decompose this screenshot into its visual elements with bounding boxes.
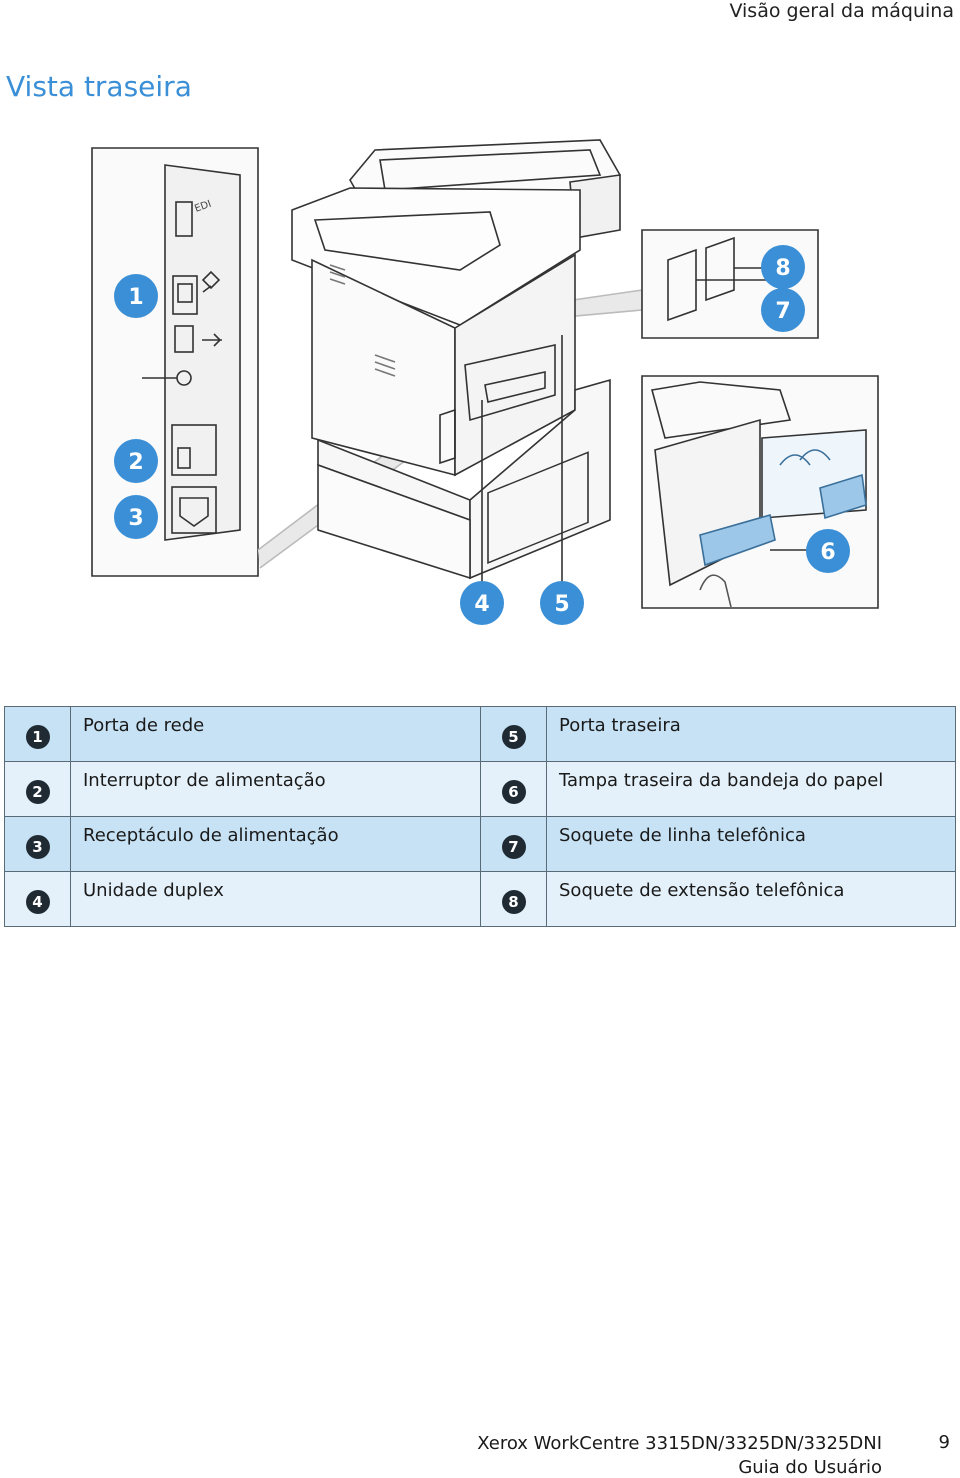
svg-text:6: 6 — [820, 540, 835, 565]
legend-text: Receptáculo de alimentação — [70, 816, 481, 872]
rear-tray-cover — [699, 513, 776, 567]
legend-text: Soquete de linha telefônica — [546, 816, 956, 872]
phone-line-socket — [667, 248, 697, 322]
legend-row: 4 Unidade duplex 8 Soquete de extensão t… — [4, 871, 956, 927]
power-switch-icon — [171, 424, 217, 476]
power-receptacle-icon — [171, 486, 217, 534]
edi-port-icon — [175, 201, 193, 237]
figure-svg: EDI — [91, 139, 879, 625]
legend-badge: 2 — [25, 780, 50, 804]
legend-text: Porta de rede — [70, 706, 481, 762]
legend-badge: 8 — [501, 890, 526, 914]
legend-row: 3 Receptáculo de alimentação 7 Soquete d… — [4, 816, 956, 872]
usb-port-icon — [174, 325, 194, 353]
edi-label: EDI — [193, 199, 213, 215]
legend-text: Tampa traseira da bandeja do papel — [546, 761, 956, 817]
section-title: Vista traseira — [6, 70, 192, 103]
footer-guide: Guia do Usuário — [738, 1457, 882, 1478]
page-number: 9 — [938, 1432, 950, 1453]
phone-extension-socket — [705, 236, 735, 302]
svg-text:3: 3 — [128, 506, 143, 531]
network-port-icon — [172, 275, 198, 315]
legend-badge: 5 — [501, 725, 526, 749]
legend-badge: 3 — [25, 835, 50, 859]
svg-text:2: 2 — [128, 450, 143, 475]
legend-row: 1 Porta de rede 5 Porta traseira — [4, 706, 956, 762]
legend-table: 1 Porta de rede 5 Porta traseira 2 Inter… — [4, 706, 956, 927]
legend-text: Porta traseira — [546, 706, 956, 762]
svg-text:1: 1 — [128, 285, 143, 310]
svg-text:7: 7 — [775, 299, 790, 324]
callout-5: 5 — [540, 581, 584, 625]
footer-product: Xerox WorkCentre 3315DN/3325DN/3325DNI — [477, 1433, 882, 1454]
svg-text:4: 4 — [474, 592, 489, 617]
legend-text: Soquete de extensão telefônica — [546, 871, 956, 927]
legend-text: Interruptor de alimentação — [70, 761, 481, 817]
legend-badge: 7 — [501, 835, 526, 859]
printer-rear-view-figure: EDI — [0, 120, 960, 640]
page-footer: Xerox WorkCentre 3315DN/3325DN/3325DNI G… — [477, 1432, 882, 1478]
rear-door — [464, 344, 556, 422]
printer-illustration — [291, 139, 621, 580]
legend-badge: 4 — [25, 890, 50, 914]
legend-text: Unidade duplex — [70, 871, 481, 927]
legend-row: 2 Interruptor de alimentação 6 Tampa tra… — [4, 761, 956, 817]
callout-6: 6 — [806, 529, 850, 573]
callout-1: 1 — [114, 274, 158, 318]
callout-4: 4 — [460, 581, 504, 625]
callout-2: 2 — [114, 439, 158, 483]
legend-badge: 1 — [25, 725, 50, 749]
running-header: Visão geral da máquina — [729, 0, 954, 22]
callout-3: 3 — [114, 495, 158, 539]
svg-text:5: 5 — [554, 592, 569, 617]
callout-7: 7 — [761, 288, 805, 332]
callout-8: 8 — [761, 245, 805, 289]
svg-text:8: 8 — [775, 256, 790, 281]
legend-badge: 6 — [501, 780, 526, 804]
